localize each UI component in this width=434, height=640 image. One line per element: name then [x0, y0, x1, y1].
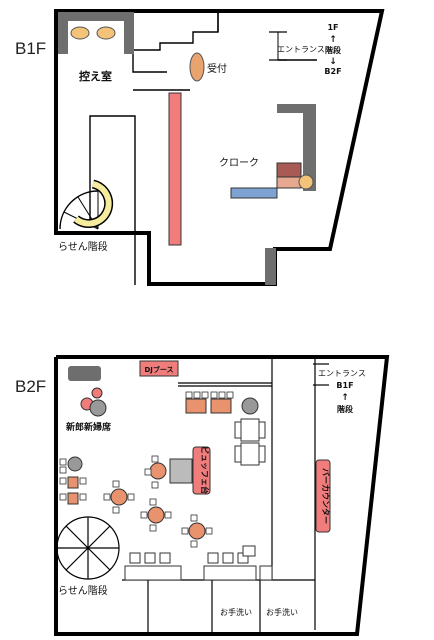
lamp-icon: [70, 26, 90, 40]
cloak-stool: [298, 174, 314, 190]
table-top-2: [210, 398, 232, 414]
b1f-walls: [54, 9, 385, 286]
round-table-gray: [241, 397, 259, 415]
cloak-label: クローク: [219, 157, 259, 169]
stair-note-kaidan: 階段: [325, 45, 341, 55]
restroom-label-2: お手洗い: [266, 607, 298, 617]
reception-desk: [189, 52, 205, 82]
sofa-seats: [234, 418, 266, 466]
b1f-spiral-staircase: [59, 179, 114, 230]
b2f-spiral-staircase: [56, 516, 120, 580]
buffet-table: [192, 446, 211, 495]
stair-note-up-arrow: ↑: [329, 35, 337, 45]
bar-counter-label: バーカウンター: [321, 468, 331, 524]
b2f-stair-note-b1f: B1F: [336, 381, 353, 390]
left-chairs: [59, 458, 87, 501]
reception-label: 受付: [207, 62, 227, 75]
b1f-bottom-wall-block: [265, 248, 276, 285]
b2f-spiral-label: らせん階段: [58, 584, 108, 597]
bride-groom-label: 新郎新婦席: [66, 421, 111, 433]
cloak-bench-dark: [276, 162, 302, 178]
waiting-room-label: 控え室: [79, 69, 112, 83]
round-tables: [110, 462, 206, 540]
cloak-bench-light: [276, 176, 302, 189]
b2f-stair-note-up-arrow: ↑: [341, 393, 349, 403]
floor-label-b1f: B1F: [15, 39, 46, 58]
bar-counter: [315, 459, 331, 533]
b2f-walls: [54, 355, 390, 636]
cloak-counter: [230, 187, 278, 199]
b1f-long-counter: [168, 92, 182, 246]
bottom-sofas: [124, 545, 273, 581]
b2f-interior-lines: [122, 357, 316, 632]
b1f-left-wall-block: [58, 12, 68, 54]
b2f-entrance-label: エントランス: [318, 369, 366, 378]
spiral-stairs-label: らせん階段: [58, 240, 108, 253]
buffet-tray: [169, 458, 193, 484]
stair-note-down-arrow: ↓: [329, 57, 337, 67]
b2f-stair-note-kaidan: 階段: [337, 404, 353, 414]
speaker-block: [68, 366, 101, 381]
entrance-label: エントランス: [277, 45, 325, 54]
b1f-top-wall-block: [58, 12, 134, 21]
top-chairs: [185, 391, 234, 399]
b1f-cloak-wall-top: [277, 104, 307, 113]
left-seating: [67, 456, 83, 505]
lamp-icon: [96, 26, 116, 40]
stair-note-1f: 1F: [327, 23, 338, 32]
buffet-label: ビュッフェ台: [200, 446, 210, 494]
b1f-cloak-wall-side: [303, 104, 316, 191]
bride-groom-table: [89, 399, 107, 417]
floor-label-b2f: B2F: [15, 377, 46, 396]
restroom-label-1: お手洗い: [220, 607, 252, 617]
round-table-chairs: [103, 455, 213, 548]
b1f-right-wall-block: [124, 12, 134, 54]
table-top-1: [185, 398, 207, 414]
dj-booth: [139, 360, 179, 377]
stair-note-b2f: B2F: [324, 67, 341, 76]
bride-groom-chair: [91, 387, 103, 399]
dj-booth-label: DJブース: [144, 365, 173, 374]
